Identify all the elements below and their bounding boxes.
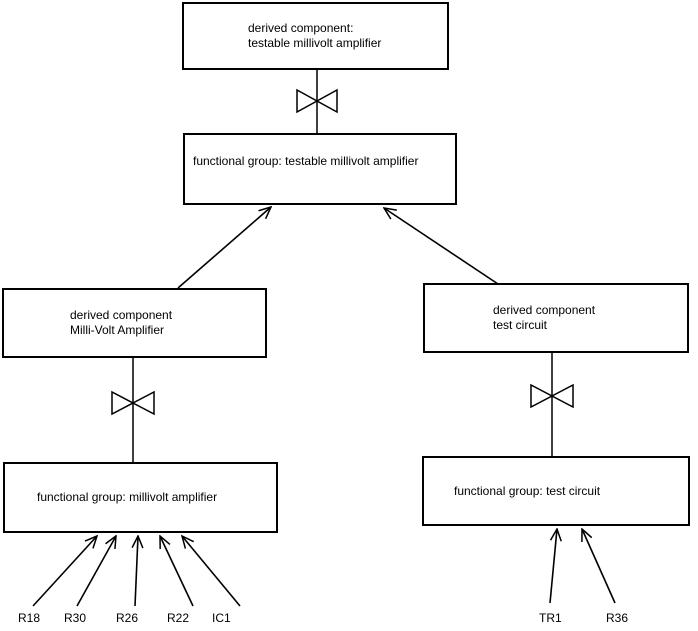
node-label: functional group: millivolt amplifier	[37, 490, 218, 504]
arrow-derived-mva-to-fg-testable	[177, 207, 271, 289]
node-derived-test-circuit: derived component test circuit	[423, 283, 689, 353]
arrow-r30	[76, 536, 116, 607]
bowtie-icon	[530, 383, 574, 409]
node-derived-millivolt-amplifier: derived component Milli-Volt Amplifier	[2, 288, 267, 358]
arrow-derived-tc-to-fg-testable	[384, 208, 499, 285]
node-label: derived component:	[248, 21, 354, 35]
leaf-label-r22: R22	[167, 611, 190, 625]
leaf-label-ic1: IC1	[212, 611, 231, 625]
leaf-label-r26: R26	[116, 611, 139, 625]
leaf-label-r30: R30	[64, 611, 87, 625]
node-fg-testable-millivolt-amplifier: functional group: testable millivolt amp…	[183, 133, 457, 205]
leaf-label-r18: R18	[18, 611, 41, 625]
node-derived-testable-millivolt-amplifier: derived component: testable millivolt am…	[182, 2, 449, 70]
arrow-tr1	[549, 529, 557, 604]
node-fg-test-circuit: functional group: test circuit	[422, 456, 690, 526]
node-label: derived component	[70, 308, 173, 322]
node-label: Milli-Volt Amplifier	[70, 323, 165, 337]
node-label: functional group: test circuit	[454, 483, 601, 498]
node-label: test circuit	[493, 318, 548, 332]
bowtie-icon	[296, 88, 338, 114]
arrow-r26	[135, 536, 138, 607]
node-label: derived component	[493, 303, 596, 317]
arrow-r18	[32, 536, 97, 607]
arrow-ic1	[182, 536, 241, 607]
arrow-r36	[582, 529, 616, 604]
leaf-label-r36: R36	[606, 611, 629, 625]
arrow-r22	[160, 536, 194, 607]
node-fg-millivolt-amplifier: functional group: millivolt amplifier	[3, 462, 278, 533]
node-label: functional group: testable millivolt amp…	[193, 153, 419, 168]
leaf-label-tr1: TR1	[539, 611, 562, 625]
node-label: testable millivolt amplifier	[248, 36, 382, 50]
bowtie-icon	[111, 390, 155, 416]
